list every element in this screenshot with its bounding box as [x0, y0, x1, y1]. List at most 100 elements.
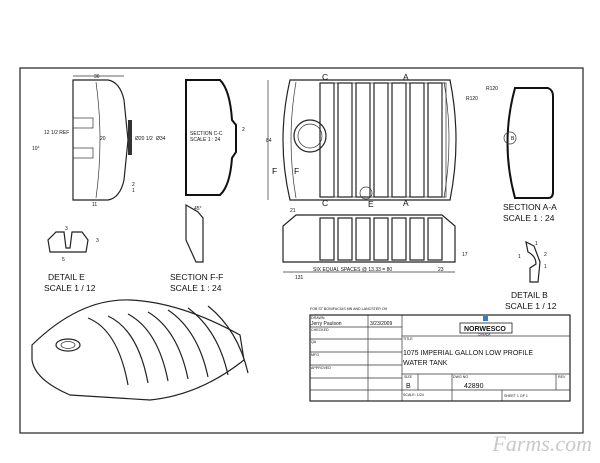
- detail-b-dim: 1: [544, 264, 547, 270]
- dim-r120-aa: R120: [486, 86, 498, 92]
- dim-36: 36: [94, 74, 100, 80]
- section-f-f: 45° SECTION F-F SCALE 1 : 24: [170, 203, 223, 293]
- detail-e-dim: 3: [96, 238, 99, 244]
- scale-value: SCALE: 1/24: [403, 393, 424, 397]
- detail-e-title: DETAIL E: [48, 272, 85, 282]
- dim-23: 23: [438, 267, 444, 273]
- rib: [207, 305, 249, 374]
- section-marker-c: C: [322, 72, 328, 82]
- rib: [427, 82, 443, 198]
- detail-b-scale: SCALE 1 / 12: [505, 301, 557, 311]
- section-ff-angle: 45°: [194, 206, 202, 212]
- rib: [369, 82, 375, 198]
- section-marker-f: F: [294, 166, 299, 176]
- rib: [337, 82, 353, 198]
- section-ff-title: SECTION F-F: [170, 272, 223, 282]
- rib: [409, 82, 425, 198]
- rib: [391, 217, 407, 261]
- dim-r120: R120: [466, 96, 478, 102]
- detail-e: 3 3 5 DETAIL E SCALE 1 / 12: [44, 226, 99, 293]
- section-marker-f: F: [272, 166, 277, 176]
- rib: [427, 217, 443, 261]
- title-line2: WATER TANK: [403, 360, 448, 367]
- dwg-label: DWG NO: [453, 375, 468, 379]
- section-marker-a: A: [403, 72, 409, 82]
- rib: [127, 313, 169, 382]
- dim-11: 11: [92, 202, 97, 208]
- rib: [355, 217, 371, 261]
- mfg-label: MFG: [311, 353, 319, 357]
- approved-label: APPROVED: [311, 366, 331, 370]
- rib: [351, 82, 357, 198]
- section-aa-scale: SCALE 1 : 24: [503, 213, 555, 223]
- rib: [187, 307, 229, 376]
- detail-b-dim: 2: [544, 252, 547, 258]
- title-label: TITLE: [403, 337, 413, 341]
- fob-note: FOB ST BONIFACIUS MN AND LANCSTER OH: [310, 307, 388, 311]
- drawn-by: Jerry Paulson: [311, 321, 342, 327]
- section-marker-c: C: [322, 198, 328, 208]
- rib: [107, 315, 149, 384]
- rib: [333, 82, 339, 198]
- dim-dia-34: Ø34: [156, 136, 166, 142]
- sheet-value: SHEET 1 OF 1: [504, 394, 528, 398]
- size-value: B: [406, 383, 411, 390]
- company-sub: CANADA: [478, 333, 491, 337]
- dim-84: 84: [266, 138, 272, 144]
- side-view: 36 12 1/2 REF 10° 20 Ø20 1/2 Ø34 2 1 11: [32, 74, 166, 208]
- rib: [391, 82, 407, 198]
- dim-dia-20-half: Ø20 1/2: [135, 136, 153, 142]
- checked-label: CHECKED: [311, 328, 329, 332]
- dim-six-equal-spaces: SIX EQUAL SPACES @ 13.33 = 80: [313, 267, 392, 273]
- front-view: 21 SIX EQUAL SPACES @ 13.33 = 80 23 131 …: [282, 208, 468, 281]
- dwg-number: 42890: [464, 383, 484, 390]
- company-name: NORWESCO: [464, 326, 506, 333]
- drawn-label: DRAWN: [311, 316, 325, 320]
- section-aa-title: SECTION A-A: [503, 202, 557, 212]
- section-ff-scale: SCALE 1 : 24: [170, 283, 222, 293]
- rib: [167, 309, 209, 378]
- rib: [87, 317, 129, 386]
- watermark: Farms.com: [492, 431, 592, 456]
- top-view: 84 R120 C C A A F F E: [266, 72, 478, 209]
- detail-e-dim: 3: [65, 226, 68, 232]
- rib: [423, 82, 429, 198]
- section-a-a: B R120 SECTION A-A SCALE 1 : 24: [486, 86, 557, 223]
- detail-marker-b: B: [511, 136, 515, 142]
- detail-b-dim: 1: [518, 254, 521, 260]
- rib: [441, 82, 447, 198]
- rib: [319, 217, 335, 261]
- rib: [373, 217, 389, 261]
- rib: [373, 82, 389, 198]
- section-c-c: SECTION C-C SCALE 1 : 24 2: [185, 79, 245, 196]
- rib: [337, 217, 353, 261]
- dim-2: 2: [132, 182, 135, 188]
- rib: [387, 82, 393, 198]
- title-block: FOB ST BONIFACIUS MN AND LANCSTER OH DRA…: [309, 307, 571, 402]
- dim-1: 1: [132, 188, 135, 194]
- rib: [405, 82, 411, 198]
- dim-131: 131: [295, 275, 304, 281]
- norwesco-logo: NORWESCO CANADA: [459, 316, 513, 337]
- section-marker-a: A: [403, 198, 409, 208]
- rib: [409, 217, 425, 261]
- dim-10-deg: 10°: [32, 146, 40, 152]
- section-cc-scale: SCALE 1 : 24: [190, 137, 221, 143]
- section-cc-dim: 2: [242, 127, 245, 133]
- detail-b-dim: 1: [535, 241, 538, 247]
- dim-21: 21: [290, 208, 296, 214]
- dim-20: 20: [100, 136, 106, 142]
- size-label: SIZE: [404, 375, 413, 379]
- qa-label: QA: [311, 340, 317, 344]
- isometric-tank: [31, 299, 249, 401]
- detail-b-title: DETAIL B: [511, 290, 548, 300]
- detail-e-dim: 5: [62, 257, 65, 263]
- rib: [319, 82, 335, 198]
- title-line1: 1075 IMPERIAL GALLON LOW PROFILE: [403, 350, 533, 357]
- rev-label: REV: [558, 375, 566, 379]
- detail-marker-e: E: [368, 199, 374, 209]
- section-cc-title: SECTION C-C: [190, 131, 223, 137]
- detail-b: 1 2 1 1 DETAIL B SCALE 1 / 12: [505, 240, 557, 311]
- dim-12-half-ref: 12 1/2 REF: [44, 130, 69, 136]
